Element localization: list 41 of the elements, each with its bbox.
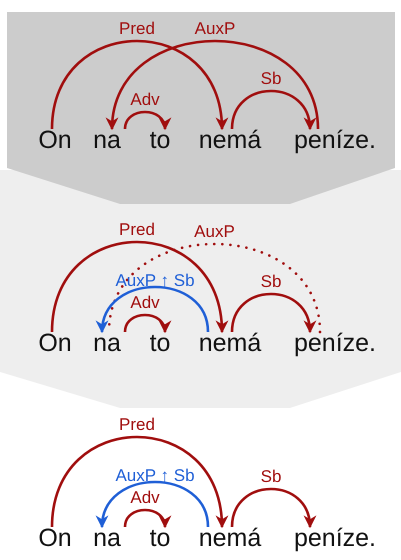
word: peníze. (294, 330, 376, 356)
edge-label: Pred (119, 221, 155, 239)
arc-arrow (230, 488, 315, 528)
word: On (38, 330, 72, 356)
arc-arrow (124, 314, 170, 334)
arc-arrow (124, 508, 170, 528)
word: to (150, 330, 170, 356)
word: On (38, 127, 72, 153)
edge-label: AuxP ↑ Sb (115, 467, 195, 485)
arc-arrow (97, 480, 210, 528)
arc-arrow (50, 40, 227, 130)
dotted-arc (108, 242, 322, 334)
arc-arrow (107, 40, 320, 130)
word: On (38, 525, 72, 551)
word: to (150, 525, 170, 551)
word: to (150, 127, 170, 153)
word: peníze. (294, 525, 376, 551)
arc-arrow (230, 90, 315, 130)
edge-label: Adv (130, 91, 160, 109)
edge-label: AuxP (194, 223, 235, 241)
arc-arrow (97, 286, 210, 334)
edge-label: AuxP (194, 20, 236, 38)
arc-arrow (50, 436, 228, 528)
arc-arrow (230, 292, 315, 334)
edge-label: Sb (260, 70, 282, 88)
edge-label: AuxP ↑ Sb (115, 272, 195, 290)
edge-label: Sb (260, 273, 282, 291)
word: nemá (198, 127, 262, 153)
word: na (93, 525, 121, 551)
edge-label: Adv (130, 489, 160, 507)
edge-label: Adv (130, 294, 160, 312)
word: peníze. (294, 127, 376, 153)
word: nemá (198, 330, 262, 356)
word: nemá (198, 525, 262, 551)
word: na (93, 330, 121, 356)
word: na (93, 127, 121, 153)
edge-label: Pred (119, 20, 155, 38)
arc-arrow (50, 240, 228, 334)
arc-arrow (124, 110, 170, 130)
edge-label: Sb (260, 468, 282, 486)
edge-label: Pred (119, 416, 155, 434)
